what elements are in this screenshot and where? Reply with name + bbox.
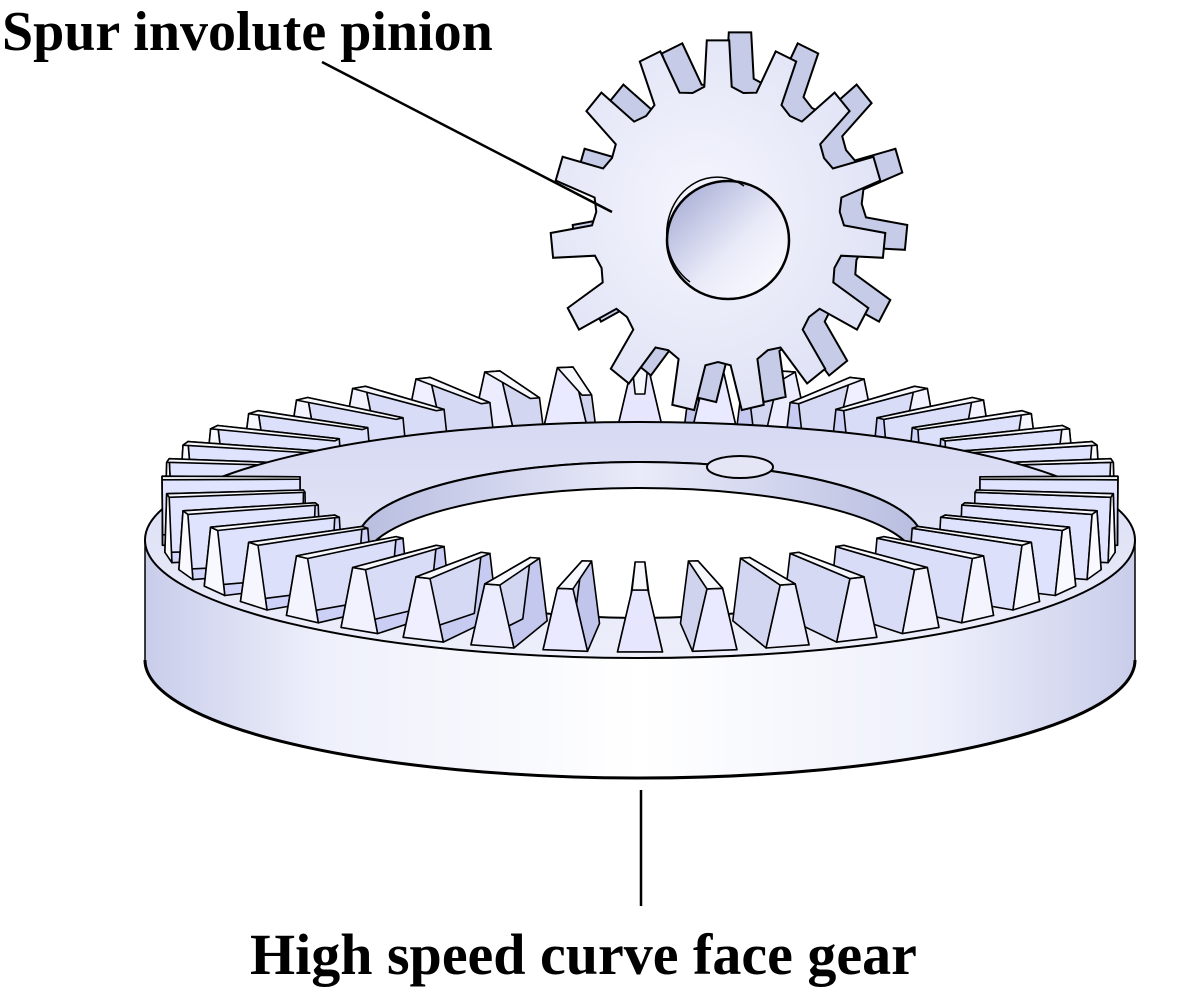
face-gear [143,365,1137,780]
spur-pinion [549,31,909,412]
face-gear-bottom-edge [143,659,1137,780]
face-gear-tooth [616,561,664,653]
pinion-bore-inner-edge [665,176,745,283]
mounting-hole [706,455,774,479]
face-gear-tooth [732,556,810,649]
face-gear-tooth [470,556,548,649]
face-gear-tooth [679,560,738,653]
face-gear-tooth [542,560,601,653]
face-gear-front-teeth [161,475,1119,653]
pinion-label: Spur involute pinion [2,1,493,63]
pinion-leader-line [321,60,613,214]
pinion-bore-hole [665,179,791,301]
face-gear-label: High speed curve face gear [250,922,917,987]
